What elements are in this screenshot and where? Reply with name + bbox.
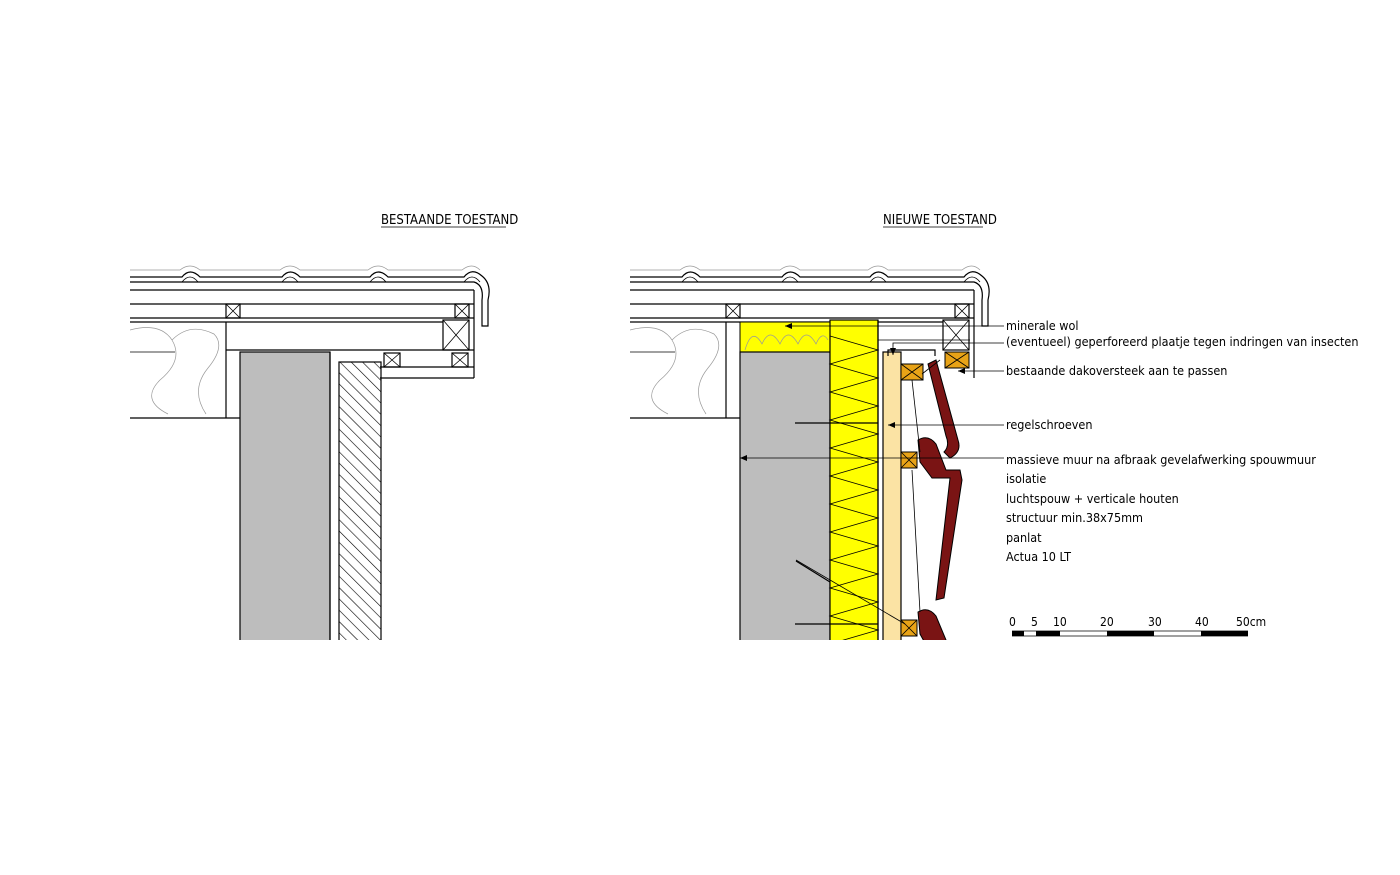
insulation <box>829 319 879 640</box>
scale-label-0: 0 <box>1009 615 1016 629</box>
massive-wall <box>739 351 831 640</box>
ceiling-insulation <box>130 327 220 415</box>
scale-label-5: 5 <box>1031 615 1038 629</box>
title-existing: BESTAANDE TOESTAND <box>381 213 518 228</box>
label-minerale-wol: minerale wol <box>1006 318 1078 333</box>
leader-lines <box>740 323 1004 461</box>
new-section <box>630 265 990 640</box>
roof-battens-new <box>725 303 970 351</box>
label-panlat: panlat <box>1006 530 1042 545</box>
masonry-wall <box>239 351 331 640</box>
annotation-list: minerale wol (eventueel) geperforeerd pl… <box>1006 318 1358 564</box>
scale-bar: 0 5 10 20 30 40 50cm <box>1009 615 1266 637</box>
roof-tiles-new <box>630 265 990 327</box>
label-insect-plate: (eventueel) geperforeerd plaatje tegen i… <box>1006 334 1358 349</box>
existing-section <box>130 265 490 640</box>
label-actua: Actua 10 LT <box>1006 549 1071 564</box>
roof-tiles <box>130 265 490 327</box>
scale-label-10: 10 <box>1053 615 1067 629</box>
scale-label-20: 20 <box>1100 615 1114 629</box>
title-new: NIEUWE TOESTAND <box>883 213 997 228</box>
scale-label-30: 30 <box>1148 615 1162 629</box>
label-structuur: structuur min.38x75mm <box>1006 510 1143 525</box>
label-regelschroeven: regelschroeven <box>1006 417 1092 432</box>
insect-plate <box>887 349 936 356</box>
label-dakoversteek: bestaande dakoversteek aan te passen <box>1006 363 1227 378</box>
actua-cladding <box>911 359 963 640</box>
label-massieve-muur: massieve muur na afbraak gevelafwerking … <box>1006 452 1316 467</box>
label-isolatie: isolatie <box>1006 471 1046 486</box>
scale-label-40: 40 <box>1195 615 1209 629</box>
mineral-wool <box>739 321 831 353</box>
vertical-timber-structure <box>882 351 902 640</box>
outer-brick-leaf <box>338 361 382 640</box>
label-luchtspouw: luchtspouw + verticale houten <box>1006 491 1179 506</box>
scale-label-50cm: 50cm <box>1236 615 1266 629</box>
